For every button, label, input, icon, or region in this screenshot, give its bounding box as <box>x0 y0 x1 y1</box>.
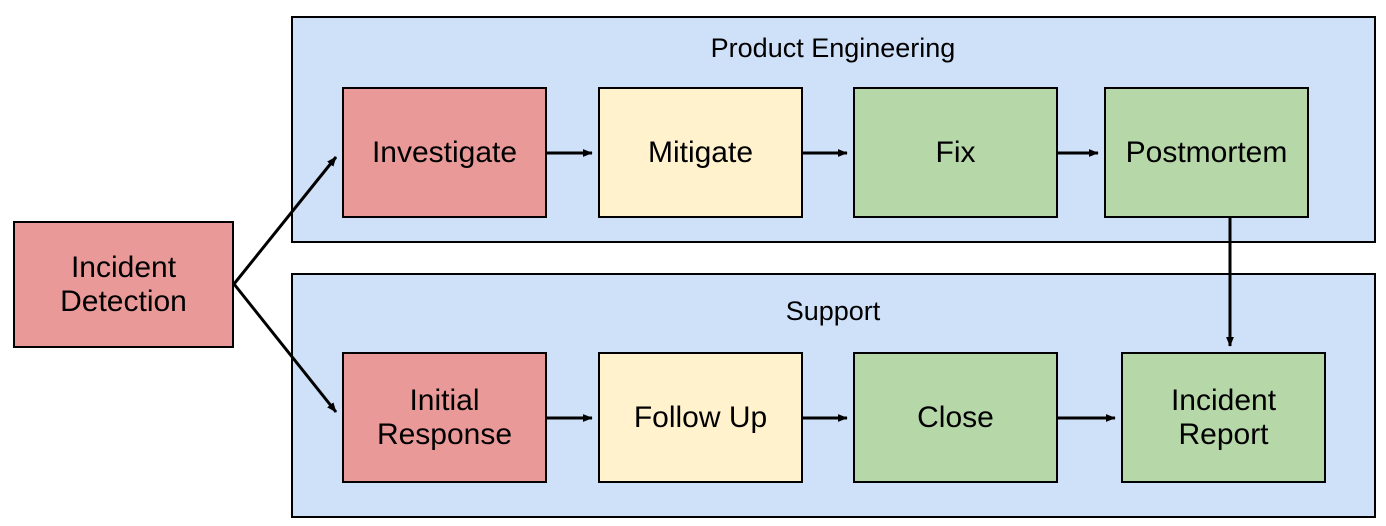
node-investigate[interactable]: Investigate <box>342 87 547 218</box>
node-label-line1: Initial <box>409 383 480 417</box>
node-label-line1: Incident <box>1170 383 1277 417</box>
node-label-line1: Close <box>917 400 994 434</box>
node-label-line1: Investigate <box>371 135 518 169</box>
node-fix[interactable]: Fix <box>853 87 1058 218</box>
node-postmortem[interactable]: Postmortem <box>1104 87 1309 218</box>
node-label-line1: Incident <box>70 250 177 284</box>
node-label-line1: Follow Up <box>633 400 768 434</box>
node-label-line2: Report <box>1178 417 1269 451</box>
node-incident-detection[interactable]: Incident Detection <box>13 221 234 348</box>
node-close[interactable]: Close <box>853 352 1058 483</box>
node-label-line2: Response <box>376 417 513 451</box>
node-label-line2: Detection <box>60 284 187 318</box>
swimlane-title-support: Support <box>785 296 881 326</box>
node-label-line1: Fix <box>935 135 976 169</box>
node-label-line1: Mitigate <box>647 135 754 169</box>
node-label-line1: Postmortem <box>1125 135 1288 169</box>
node-follow-up[interactable]: Follow Up <box>598 352 803 483</box>
swimlane-title-product-engineering: Product Engineering <box>710 33 956 63</box>
node-mitigate[interactable]: Mitigate <box>598 87 803 218</box>
